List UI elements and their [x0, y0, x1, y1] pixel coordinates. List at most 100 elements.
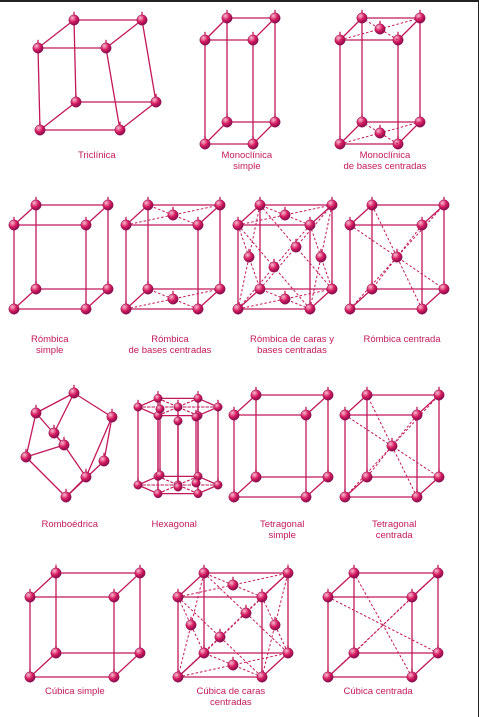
- atom: [173, 672, 183, 682]
- atom: [439, 200, 449, 210]
- atom: [81, 304, 91, 314]
- atom: [301, 410, 311, 420]
- lattice-triclinica: [33, 12, 161, 135]
- atom: [233, 220, 243, 230]
- atom: [33, 43, 43, 53]
- atom: [103, 200, 113, 210]
- atom: [215, 200, 225, 210]
- atom: [270, 620, 280, 630]
- atom: [200, 35, 210, 45]
- caption-line: Rómbica: [129, 334, 212, 345]
- caption-cubica-centrada: Cúbica centrada: [344, 686, 413, 697]
- lattice-edge: [36, 413, 64, 445]
- atom: [407, 672, 417, 682]
- atom: [327, 284, 337, 294]
- lattice-monoclinica-bases: [335, 10, 425, 149]
- atom: [21, 452, 31, 462]
- atom: [251, 390, 261, 400]
- lattice-edge: [40, 102, 76, 130]
- caption-line: simple: [222, 161, 273, 172]
- caption-line: Tetragonal: [372, 519, 416, 530]
- lattice-edge: [106, 20, 142, 48]
- atom: [174, 483, 182, 491]
- atom: [9, 304, 19, 314]
- atom: [228, 660, 238, 670]
- atom: [9, 220, 19, 230]
- atom: [255, 284, 265, 294]
- caption-rombica-centrada: Rómbica centrada: [364, 334, 441, 345]
- atom: [233, 304, 243, 314]
- atom: [291, 242, 301, 252]
- caption-rombica-caras: Rómbica de caras ybases centradas: [250, 334, 334, 356]
- atom: [25, 592, 35, 602]
- lattice-monoclinica-simple: [200, 10, 280, 149]
- atom: [151, 97, 161, 107]
- lattice-edge: [104, 417, 112, 461]
- atom: [327, 200, 337, 210]
- atom: [241, 608, 251, 618]
- atom: [194, 394, 202, 402]
- atom: [51, 648, 61, 658]
- caption-romboedrica: Romboédrica: [42, 519, 99, 530]
- atom: [186, 620, 196, 630]
- lattice-rombica-caras: [233, 197, 337, 314]
- atom: [270, 117, 280, 127]
- lattice-hexagonal: [134, 391, 222, 498]
- atom: [417, 220, 427, 230]
- atom: [199, 568, 209, 578]
- atom: [174, 417, 182, 425]
- dashed-bond: [354, 573, 412, 677]
- atom: [305, 304, 315, 314]
- atom: [323, 472, 333, 482]
- lattice-edge: [38, 20, 74, 48]
- atom: [109, 672, 119, 682]
- atom: [134, 403, 142, 411]
- atom: [121, 304, 131, 314]
- atom: [301, 492, 311, 502]
- atom: [433, 568, 443, 578]
- atom: [156, 471, 164, 479]
- atom: [143, 200, 153, 210]
- atom: [434, 390, 444, 400]
- atom: [49, 428, 59, 438]
- atom: [340, 410, 350, 420]
- atom: [121, 220, 131, 230]
- atom: [99, 456, 109, 466]
- atom: [194, 489, 202, 497]
- atom: [367, 200, 377, 210]
- atom: [214, 403, 222, 411]
- atom: [439, 284, 449, 294]
- caption-line: centrada: [372, 530, 416, 541]
- atom: [222, 117, 232, 127]
- atom: [31, 408, 41, 418]
- atom: [215, 632, 225, 642]
- atom: [31, 284, 41, 294]
- lattice-edge: [120, 102, 156, 130]
- caption-line: Cúbica simple: [45, 686, 105, 697]
- caption-line: Monoclínica: [222, 150, 273, 161]
- atom: [229, 410, 239, 420]
- atom: [269, 262, 279, 272]
- caption-line: Cúbica centrada: [344, 686, 413, 697]
- lattice-cubica-centrada: [323, 565, 443, 682]
- atom: [168, 210, 178, 220]
- lattice-rombica-centrada: [345, 197, 449, 314]
- atom: [283, 648, 293, 658]
- atom: [168, 294, 178, 304]
- atom: [25, 672, 35, 682]
- lattice-edge: [54, 393, 74, 433]
- atom: [115, 125, 125, 135]
- lattice-edge: [64, 445, 86, 477]
- atom: [375, 128, 385, 138]
- atom: [35, 125, 45, 135]
- atom: [173, 592, 183, 602]
- atom: [137, 15, 147, 25]
- caption-monoclinica-bases: Monoclínicade bases centradas: [344, 150, 427, 172]
- atom: [305, 220, 315, 230]
- atom: [59, 440, 69, 450]
- lattice-tetragonal-centrada: [340, 387, 444, 502]
- atom: [280, 294, 290, 304]
